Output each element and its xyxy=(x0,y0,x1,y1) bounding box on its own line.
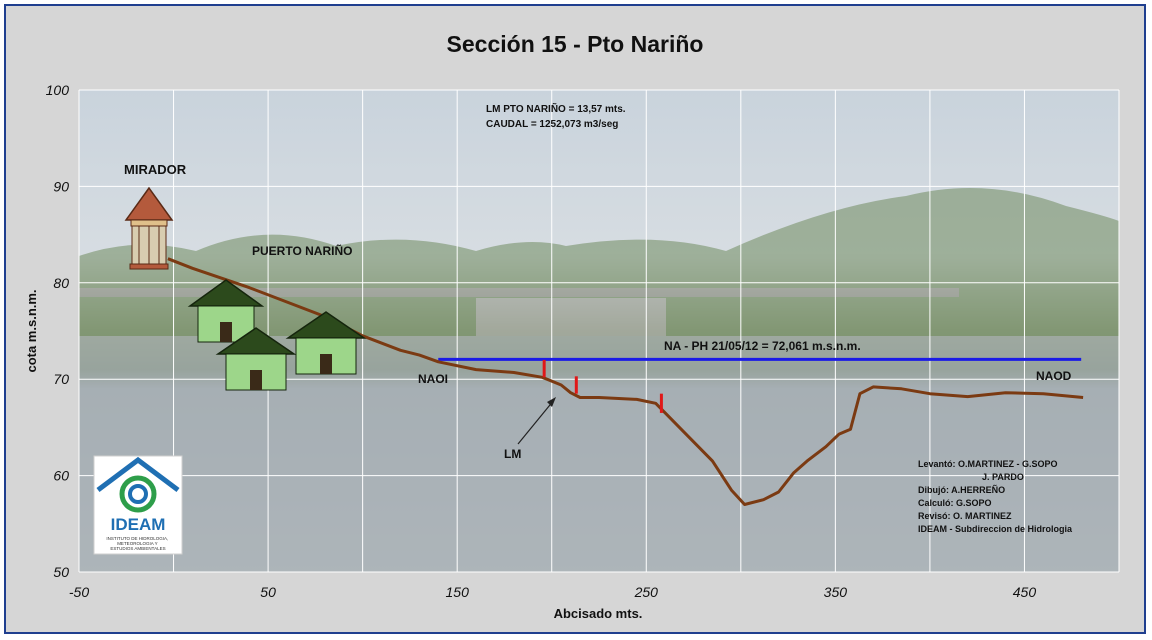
terrain-profile-line xyxy=(167,257,1084,506)
logo-subtitle: INSTITUTO DE HIDROLOGIA, METEOROLOGIA Y … xyxy=(106,536,169,551)
logo-name: IDEAM xyxy=(111,515,166,534)
lm-label: LM xyxy=(504,447,521,461)
credit-line: IDEAM - Subdireccion de Hidrologia xyxy=(918,524,1073,534)
x-tick-label: -50 xyxy=(69,584,89,600)
credits-block: Levantó: O.MARTINEZ - G.SOPO J. PARDO Di… xyxy=(918,459,1073,534)
credit-line: Dibujó: A.HERREÑO xyxy=(918,485,1005,495)
y-tick-label: 80 xyxy=(53,275,69,291)
credit-line: Revisó: O. MARTINEZ xyxy=(918,511,1012,521)
y-ticks: 50 60 70 80 90 100 xyxy=(46,82,70,580)
y-tick-label: 100 xyxy=(46,82,70,98)
chart-title: Sección 15 - Pto Nariño xyxy=(447,31,704,57)
credit-line: Levantó: O.MARTINEZ - G.SOPO xyxy=(918,459,1058,469)
mirador-label: MIRADOR xyxy=(124,162,187,177)
lm-arrowhead xyxy=(547,397,556,407)
mirador-icon xyxy=(124,186,174,270)
lm-marks xyxy=(542,359,663,413)
puerto-label: PUERTO NARIÑO xyxy=(252,243,352,258)
info-line-2: CAUDAL = 1252,073 m3/seg xyxy=(486,119,618,130)
x-tick-label: 350 xyxy=(824,584,848,600)
y-tick-label: 50 xyxy=(53,564,69,580)
y-axis-label: cota m.s.n.m. xyxy=(24,289,39,372)
background-scenery xyxy=(79,188,1119,572)
credit-line: J. PARDO xyxy=(982,472,1024,482)
water-level-label: NA - PH 21/05/12 = 72,061 m.s.n.m. xyxy=(664,339,861,353)
lm-arrow xyxy=(517,399,555,445)
naod-label: NAOD xyxy=(1036,369,1072,383)
x-tick-label: 150 xyxy=(446,584,470,600)
credit-line: Calculó: G.SOPO xyxy=(918,498,992,508)
houses-icon xyxy=(187,279,367,391)
x-tick-label: 50 xyxy=(260,584,276,600)
naoi-label: NAOI xyxy=(418,372,448,386)
y-tick-label: 60 xyxy=(53,468,69,484)
y-tick-label: 90 xyxy=(53,178,69,194)
y-tick-label: 70 xyxy=(53,371,69,387)
x-tick-label: 250 xyxy=(634,584,659,600)
x-ticks: -50 50 150 250 350 450 xyxy=(69,584,1036,600)
ideam-logo: IDEAM INSTITUTO DE HIDROLOGIA, METEOROLO… xyxy=(93,455,183,555)
x-tick-label: 450 xyxy=(1013,584,1037,600)
info-line-1: LM PTO NARIÑO = 13,57 mts. xyxy=(486,102,626,115)
x-axis-label: Abcisado mts. xyxy=(554,606,643,621)
